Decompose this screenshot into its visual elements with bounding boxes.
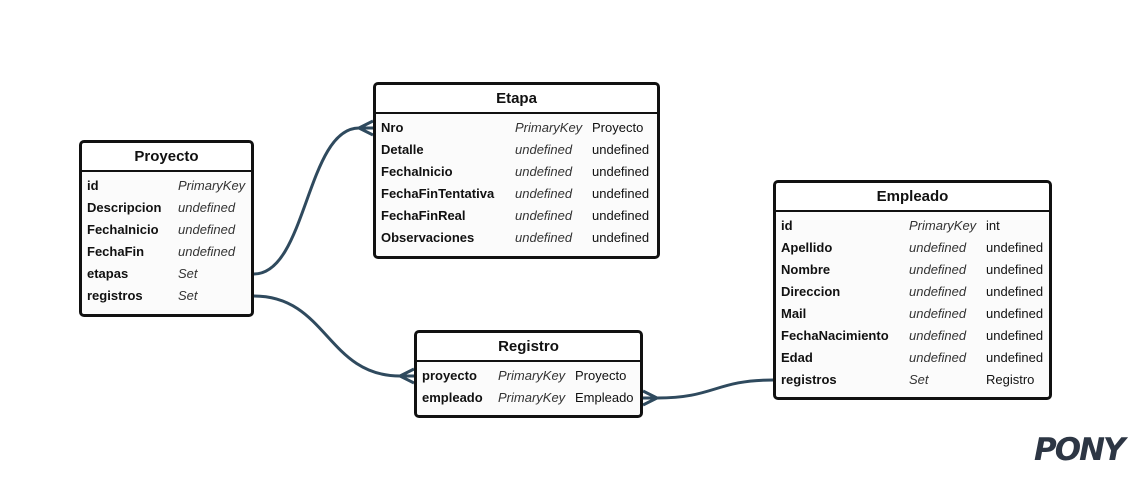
attribute-type: Set [178,288,198,303]
attribute-detail: undefined [592,164,650,179]
attribute-detail: undefined [592,142,650,157]
attribute-name: id [781,218,793,233]
attribute-type: undefined [178,244,236,259]
attribute-row: FechaFinReal undefined undefined [381,205,657,227]
attribute-type: undefined [909,306,967,321]
attribute-type: PrimaryKey [498,368,566,383]
attribute-row: registros Set Registro [781,369,1049,391]
attribute-row: FechaFin undefined [87,241,251,263]
attribute-row: proyecto PrimaryKey Proyecto [422,365,640,387]
attribute-row: empleado PrimaryKey Empleado [422,387,640,409]
attribute-type: undefined [909,350,967,365]
attribute-type: undefined [178,222,236,237]
attribute-detail: Proyecto [592,120,644,135]
attribute-row: etapas Set [87,263,251,285]
attribute-detail: undefined [986,328,1044,343]
attribute-name: FechaFin [87,244,145,259]
attribute-type: Set [178,266,198,281]
attribute-row: Apellido undefined undefined [781,237,1049,259]
attribute-detail: int [986,218,1000,233]
attribute-name: registros [781,372,837,387]
attribute-detail: undefined [986,350,1044,365]
attribute-detail: Empleado [575,390,634,405]
attribute-name: Mail [781,306,807,321]
attribute-detail: undefined [986,240,1044,255]
entity-title: Etapa [376,85,657,114]
attribute-type: PrimaryKey [515,120,583,135]
attribute-name: Nombre [781,262,831,277]
relation-connector [253,119,374,276]
attribute-name: empleado [422,390,483,405]
attribute-row: registros Set [87,285,251,307]
attribute-type: PrimaryKey [909,218,977,233]
relation-connector [642,378,774,407]
attribute-name: FechaNacimiento [781,328,889,343]
attribute-detail: undefined [986,262,1044,277]
attribute-type: undefined [909,328,967,343]
attribute-row: Observaciones undefined undefined [381,227,657,249]
attribute-type: undefined [178,200,236,215]
attribute-detail: undefined [986,306,1044,321]
entity-title: Registro [417,333,640,362]
attribute-type: undefined [909,262,967,277]
attribute-detail: Proyecto [575,368,627,383]
attribute-name: etapas [87,266,129,281]
attribute-name: id [87,178,99,193]
attribute-row: Nro PrimaryKey Proyecto [381,117,657,139]
attribute-name: FechaFinReal [381,208,466,223]
attribute-name: Descripcion [87,200,162,215]
attribute-detail: undefined [592,208,650,223]
attribute-name: Edad [781,350,813,365]
attribute-name: Detalle [381,142,424,157]
attribute-name: registros [87,288,143,303]
attribute-row: id PrimaryKey int [781,215,1049,237]
attribute-name: Observaciones [381,230,475,245]
attribute-detail: undefined [986,284,1044,299]
relation-connector [253,294,415,385]
attribute-row: FechaInicio undefined [87,219,251,241]
entity-title: Proyecto [82,143,251,172]
attribute-type: PrimaryKey [498,390,566,405]
attribute-type: undefined [515,230,573,245]
attribute-row: Direccion undefined undefined [781,281,1049,303]
attribute-type: undefined [909,284,967,299]
attribute-type: undefined [515,142,573,157]
attribute-type: undefined [515,186,573,201]
attribute-row: id PrimaryKey [87,175,251,197]
attribute-type: Set [909,372,929,387]
pony-logo: PONY [1034,432,1125,468]
attribute-name: FechaInicio [381,164,453,179]
attribute-row: FechaFinTentativa undefined undefined [381,183,657,205]
entity-title: Empleado [776,183,1049,212]
attribute-type: PrimaryKey [178,178,246,193]
attribute-detail: undefined [592,186,650,201]
attribute-type: undefined [909,240,967,255]
attribute-name: proyecto [422,368,477,383]
attribute-row: FechaInicio undefined undefined [381,161,657,183]
attribute-type: undefined [515,208,573,223]
attribute-row: FechaNacimiento undefined undefined [781,325,1049,347]
attribute-row: Mail undefined undefined [781,303,1049,325]
attribute-detail: Registro [986,372,1035,387]
attribute-type: undefined [515,164,573,179]
attribute-name: FechaInicio [87,222,159,237]
attribute-row: Descripcion undefined [87,197,251,219]
attribute-name: Nro [381,120,404,135]
attribute-name: FechaFinTentativa [381,186,495,201]
attribute-name: Apellido [781,240,833,255]
attribute-row: Edad undefined undefined [781,347,1049,369]
attribute-row: Nombre undefined undefined [781,259,1049,281]
attribute-detail: undefined [592,230,650,245]
attribute-row: Detalle undefined undefined [381,139,657,161]
attribute-name: Direccion [781,284,841,299]
